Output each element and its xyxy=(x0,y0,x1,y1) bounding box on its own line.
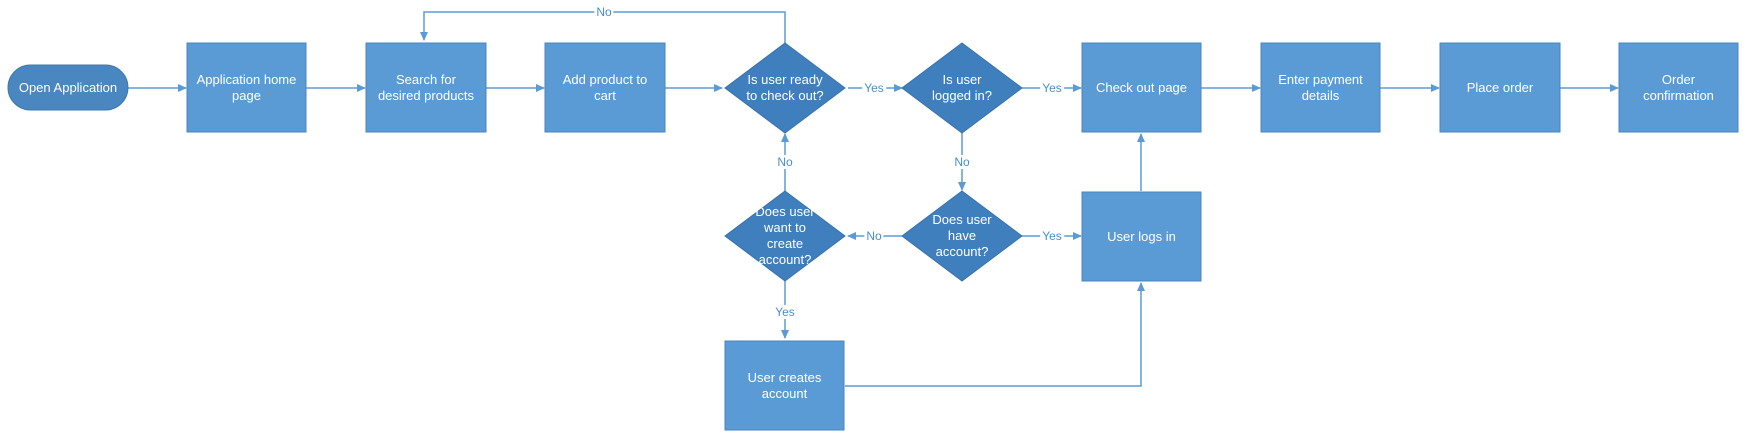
node-ready-shape xyxy=(724,42,846,134)
label-logged-no: No xyxy=(952,155,972,169)
node-search-shape xyxy=(365,42,487,133)
node-open-application-shape xyxy=(7,64,129,111)
node-checkout-shape xyxy=(1081,42,1202,133)
node-confirmation-shape xyxy=(1618,42,1739,133)
node-logged-shape xyxy=(901,42,1023,134)
label-logged-yes: Yes xyxy=(1040,81,1064,95)
node-logs-in-shape xyxy=(1081,191,1202,282)
node-payment-shape xyxy=(1260,42,1381,133)
label-have-no: No xyxy=(864,229,884,243)
label-have-yes: Yes xyxy=(1040,229,1064,243)
node-creates-account-shape xyxy=(724,340,845,431)
edge-creates-to-logs-in xyxy=(845,282,1145,387)
node-have-account-shape xyxy=(901,190,1023,282)
node-place-order-shape xyxy=(1439,42,1561,133)
label-ready-yes: Yes xyxy=(862,81,886,95)
label-ready-no: No xyxy=(594,5,614,19)
node-want-create-shape xyxy=(724,190,846,282)
label-want-yes: Yes xyxy=(773,305,797,319)
node-cart-shape xyxy=(544,42,666,133)
label-want-no: No xyxy=(775,155,795,169)
node-home-page-shape xyxy=(186,42,307,133)
